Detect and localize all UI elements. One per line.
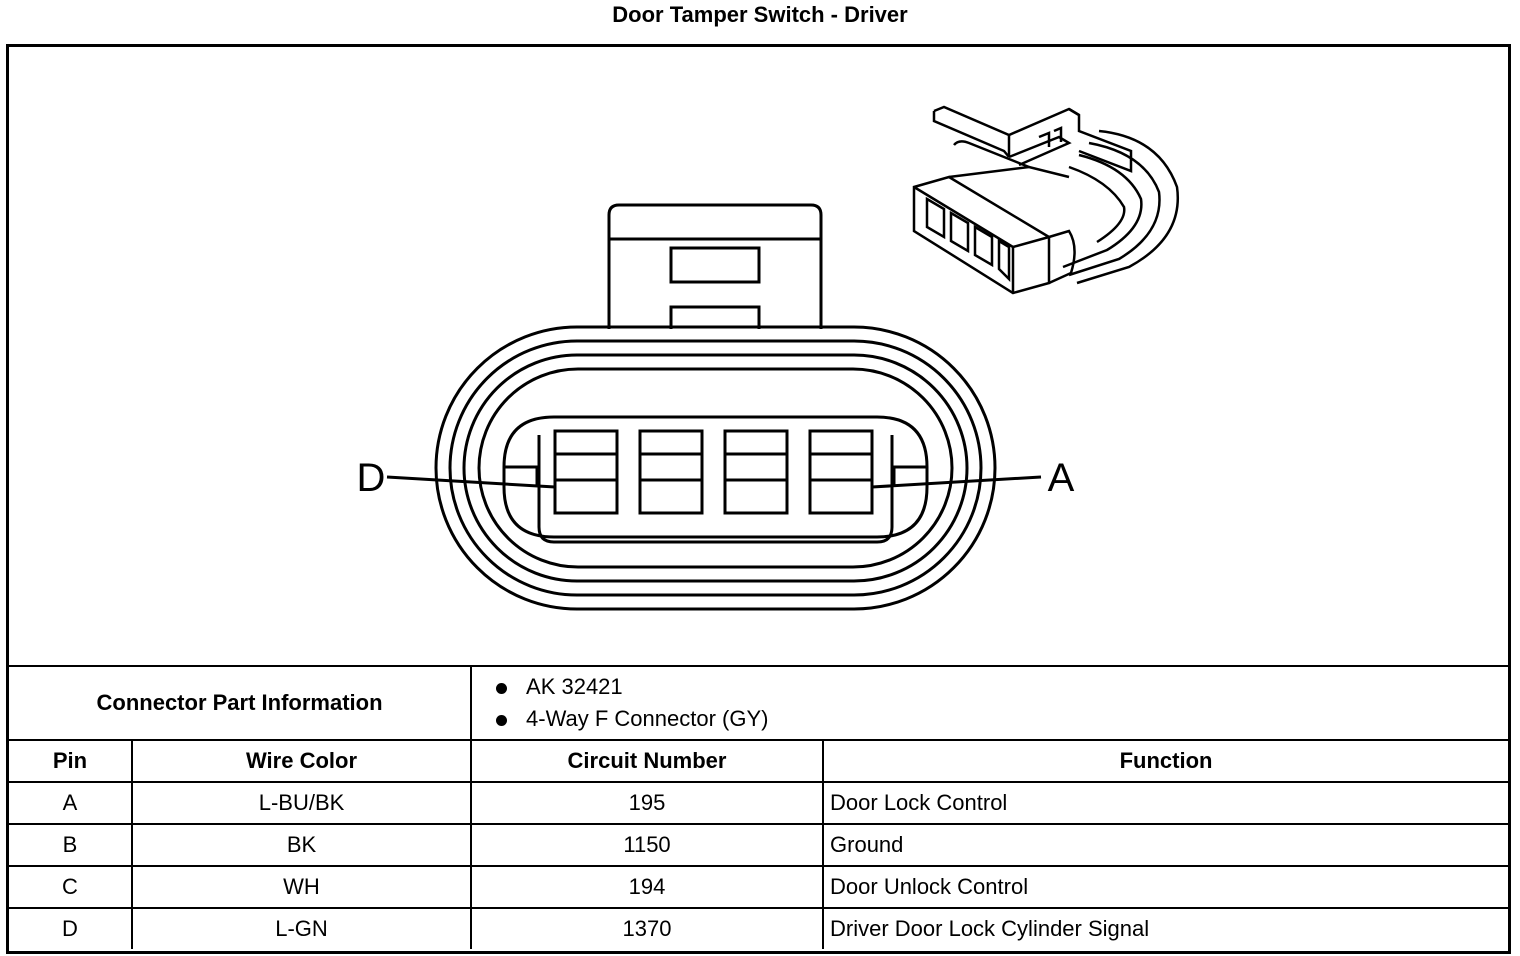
connector-face-view-icon (386, 203, 1042, 611)
header-function: Function (823, 739, 1509, 783)
connector-part-info-list: AK 32421 4-Way F Connector (GY) (471, 665, 1509, 741)
table-row: A L-BU/BK 195 Door Lock Control (9, 781, 1509, 825)
table-row: D L-GN 1370 Driver Door Lock Cylinder Si… (9, 907, 1509, 949)
cell-pin: C (9, 865, 133, 909)
cell-circuit: 194 (471, 865, 825, 909)
connector-frame: D A Connector Part Information AK 32421 … (6, 44, 1511, 954)
cell-pin: B (9, 823, 133, 867)
connector-diagram: D A (9, 47, 1508, 665)
cell-circuit: 195 (471, 781, 825, 825)
connector-diagram-svg: D A (357, 105, 1180, 611)
table-row: B BK 1150 Ground (9, 823, 1509, 867)
cell-function: Door Unlock Control (823, 865, 1509, 909)
header-circuit-number: Circuit Number (471, 739, 825, 783)
cell-wire-color: BK (132, 823, 473, 867)
cell-function: Ground (823, 823, 1509, 867)
cell-circuit: 1150 (471, 823, 825, 867)
connector-part-info-label: Connector Part Information (9, 665, 473, 741)
connector-part-info-row: Connector Part Information AK 32421 4-Wa… (9, 665, 1509, 741)
pin-cavities (553, 429, 874, 515)
cell-circuit: 1370 (471, 907, 825, 949)
cell-wire-color: L-GN (132, 907, 473, 949)
header-wire-color: Wire Color (132, 739, 473, 783)
cell-pin: A (9, 781, 133, 825)
cell-wire-color: WH (132, 865, 473, 909)
part-info-item: AK 32421 (492, 671, 1502, 703)
header-pin: Pin (9, 739, 133, 783)
page-title: Door Tamper Switch - Driver (612, 2, 908, 27)
table-header-row: Pin Wire Color Circuit Number Function (9, 739, 1509, 783)
part-info-item: 4-Way F Connector (GY) (492, 703, 1502, 735)
connector-table: Connector Part Information AK 32421 4-Wa… (9, 665, 1509, 949)
pin-label-right: A (1048, 456, 1075, 500)
cell-pin: D (9, 907, 133, 949)
cell-function: Driver Door Lock Cylinder Signal (823, 907, 1509, 949)
connector-isometric-view-icon (912, 105, 1180, 295)
cell-wire-color: L-BU/BK (132, 781, 473, 825)
pin-label-left: D (357, 456, 386, 500)
cell-function: Door Lock Control (823, 781, 1509, 825)
table-row: C WH 194 Door Unlock Control (9, 865, 1509, 909)
